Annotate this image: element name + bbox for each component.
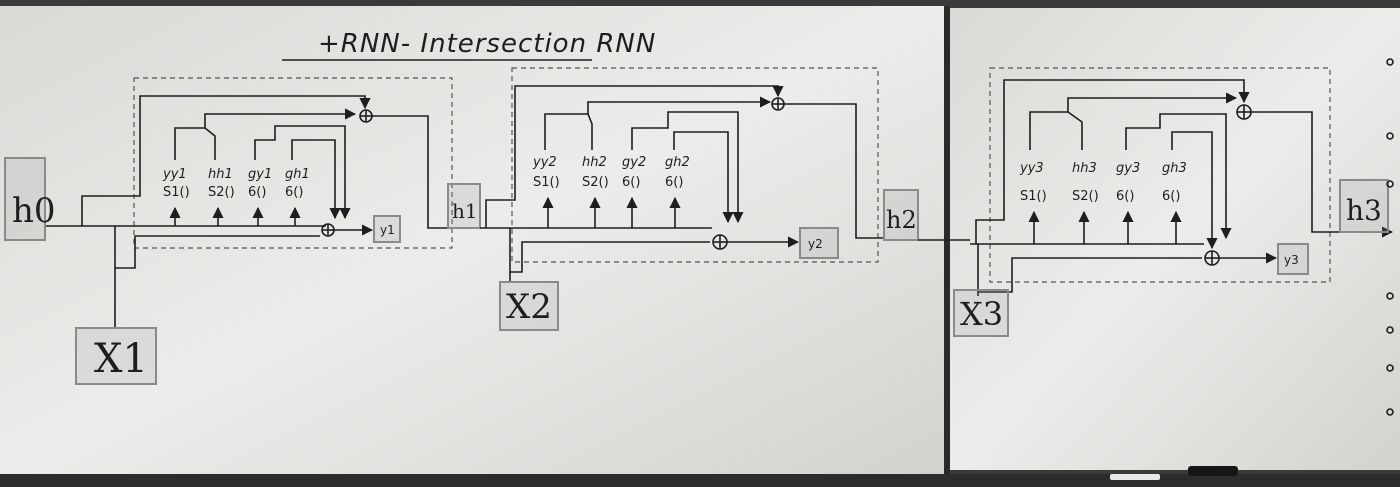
diagram-title: +RNN- Intersection RNN <box>318 29 656 59</box>
gate-func-hh3: S2() <box>1072 189 1099 204</box>
board-panel-right <box>950 8 1400 470</box>
marker-pen[interactable] <box>1110 474 1160 480</box>
gate-label-hh1: hh1 <box>208 167 233 182</box>
gate-label-gy3: gy3 <box>1116 161 1140 176</box>
gate-func-yy1: S1() <box>163 185 190 200</box>
y3-label: y3 <box>1284 253 1299 267</box>
h3-label: h3 <box>1346 194 1382 227</box>
x2-label: X2 <box>506 287 552 327</box>
marker-tray <box>0 474 1400 487</box>
gate-func-gy2: 6() <box>622 175 640 190</box>
gate-func-gy1: 6() <box>248 185 266 200</box>
gate-func-gh2: 6() <box>665 175 683 190</box>
gate-label-yy3: yy3 <box>1019 161 1044 176</box>
h2-label: h2 <box>886 206 917 234</box>
gate-func-hh2: S2() <box>582 175 609 190</box>
y2-label: y2 <box>808 237 823 251</box>
h0-label: h0 <box>12 191 56 231</box>
gate-label-gy1: gy1 <box>248 167 272 182</box>
x1-label: X1 <box>94 336 148 382</box>
gate-label-gy2: gy2 <box>622 155 646 170</box>
y1-label: y1 <box>380 223 395 237</box>
eraser[interactable] <box>1188 466 1238 476</box>
gate-func-yy3: S1() <box>1020 189 1047 204</box>
gate-func-gy3: 6() <box>1116 189 1134 204</box>
h1-label: h1 <box>452 199 478 223</box>
board-divider <box>944 6 950 476</box>
gate-label-hh2: hh2 <box>582 155 607 170</box>
gate-label-gh1: gh1 <box>285 167 310 182</box>
gate-label-yy1: yy1 <box>162 167 187 182</box>
gate-label-gh3: gh3 <box>1162 161 1187 176</box>
gate-func-hh1: S2() <box>208 185 235 200</box>
x3-label: X3 <box>960 295 1003 333</box>
gate-func-gh3: 6() <box>1162 189 1180 204</box>
gate-func-gh1: 6() <box>285 185 303 200</box>
gate-label-hh3: hh3 <box>1072 161 1097 176</box>
gate-func-yy2: S1() <box>533 175 560 190</box>
gate-label-yy2: yy2 <box>532 155 557 170</box>
gate-label-gh2: gh2 <box>665 155 690 170</box>
